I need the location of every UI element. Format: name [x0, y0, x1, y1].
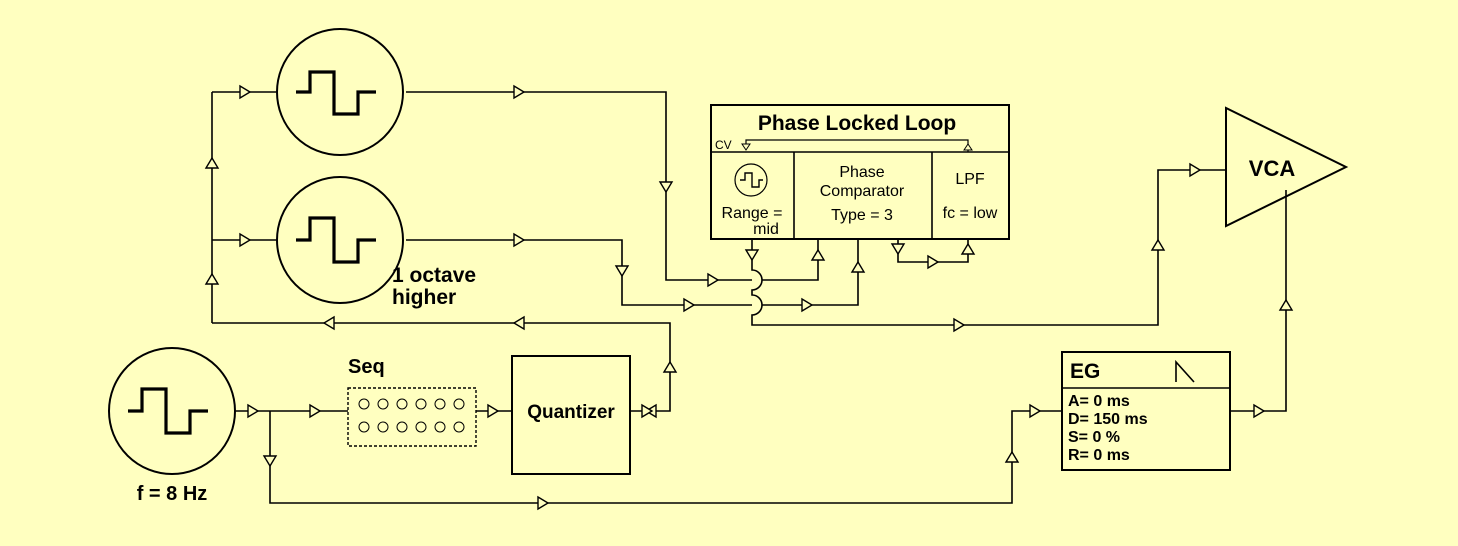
cv-arrow-down	[741, 143, 751, 151]
quantizer-module[interactable]: Quantizer	[511, 355, 631, 475]
eg-sustain: S= 0 %	[1068, 429, 1120, 446]
arrow-right	[537, 495, 550, 511]
arrow-right	[707, 272, 720, 288]
square-wave-icon	[128, 387, 208, 435]
arrow-right	[239, 232, 252, 248]
arrow-up	[960, 242, 976, 255]
eg-module[interactable]: EG A= 0 ms D= 150 ms S= 0 % R= 0 ms	[1061, 351, 1231, 471]
arrow-right	[927, 254, 940, 270]
arrow-down	[658, 181, 674, 194]
wire-to-comp-1	[762, 240, 819, 281]
comparator-type: Type = 3	[831, 207, 893, 224]
lpf-label: LPF	[955, 171, 985, 188]
arrow-right	[683, 297, 696, 313]
eg-label: EG	[1070, 360, 1100, 383]
lfo-oscillator[interactable]	[108, 347, 236, 475]
arrow-right	[801, 297, 814, 313]
seq-label: Seq	[348, 356, 385, 378]
wire-eg-to-vca	[1230, 190, 1287, 412]
top-oscillator[interactable]	[276, 28, 404, 156]
square-wave-icon	[296, 216, 376, 264]
arrow-up	[810, 248, 826, 261]
arrow-right	[1253, 403, 1266, 419]
eg-release: R= 0 ms	[1068, 447, 1130, 464]
lpf-cutoff: fc = low	[943, 205, 998, 222]
wire-lfo-to-eg	[269, 410, 1062, 504]
square-wave-icon	[740, 172, 763, 188]
comparator-label-line1: Phase	[839, 164, 884, 181]
arrow-right	[1029, 403, 1042, 419]
arrow-right	[239, 84, 252, 100]
comparator-label-line2: Comparator	[820, 183, 905, 200]
vca-label: VCA	[1249, 156, 1296, 181]
arrow-up	[662, 360, 678, 373]
seq-step-dots	[358, 398, 465, 433]
eg-attack: A= 0 ms	[1068, 393, 1130, 410]
vco-range-value: mid	[753, 221, 779, 238]
lfo-frequency-label: f = 8 Hz	[137, 483, 208, 505]
pll-module[interactable]: Phase Locked Loop CV Range = mid Phase C…	[710, 104, 1010, 240]
arrow-up	[204, 156, 220, 169]
octave-label-line1: 1 octave	[392, 264, 476, 287]
vca-module[interactable]: VCA	[1225, 106, 1349, 228]
middle-oscillator[interactable]	[276, 176, 404, 304]
cv-arrow-up	[963, 143, 973, 151]
envelope-shape-icon	[1175, 359, 1195, 383]
octave-label-line2: higher	[392, 286, 456, 309]
sequencer-module[interactable]	[347, 387, 477, 447]
arrow-left	[322, 315, 335, 331]
arrow-right	[641, 403, 654, 419]
signal-arrows	[204, 84, 1294, 511]
wire-crossover-arcs	[751, 169, 1226, 326]
arrow-down	[262, 455, 278, 468]
arrow-down	[614, 265, 630, 278]
arrow-down	[744, 249, 760, 262]
arrow-up	[1004, 450, 1020, 463]
arrow-right	[1189, 162, 1202, 178]
arrow-down	[890, 243, 906, 256]
arrow-right	[953, 317, 966, 333]
eg-decay: D= 150 ms	[1068, 411, 1148, 428]
arrow-up	[1278, 298, 1294, 311]
arrow-right	[513, 232, 526, 248]
pll-cv-label: CV	[715, 138, 732, 152]
arrow-left	[512, 315, 525, 331]
arrow-up	[1150, 238, 1166, 251]
arrow-right	[513, 84, 526, 100]
arrow-right	[247, 403, 260, 419]
arrow-up	[204, 272, 220, 285]
quantizer-label: Quantizer	[527, 402, 615, 423]
square-wave-icon	[296, 70, 376, 116]
arrow-right	[309, 403, 322, 419]
pll-title: Phase Locked Loop	[758, 112, 956, 135]
vco-range-label: Range =	[722, 205, 783, 222]
wire-cv-loop	[745, 139, 969, 152]
pll-vco-circle	[734, 163, 768, 197]
wire-top-osc-out	[406, 91, 752, 281]
arrow-right	[487, 403, 500, 419]
wire-to-comp-2	[762, 240, 859, 306]
arrow-up	[850, 260, 866, 273]
